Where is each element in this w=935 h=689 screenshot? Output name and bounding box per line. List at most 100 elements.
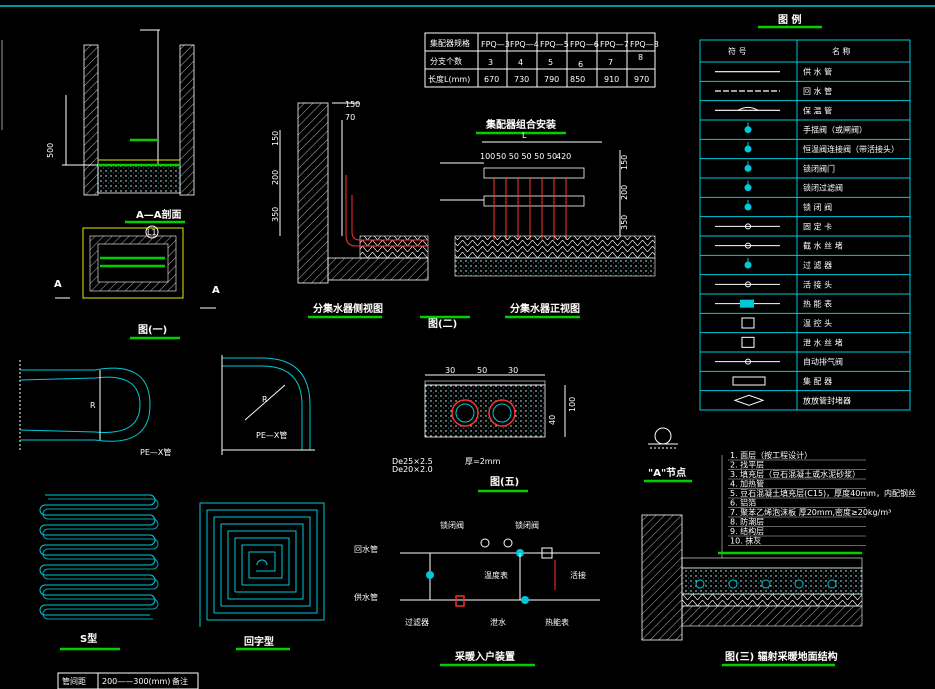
layer-note-0: 1. 面层（按工程设计）: [730, 450, 812, 460]
legend-item-label-6: 锁闭过滤阀: [803, 183, 843, 193]
legend-symbol-6: [744, 180, 752, 192]
floor-layers-drawing: [641, 455, 863, 641]
dim-500: 500: [46, 143, 55, 158]
household-title: 采暖入户装置: [454, 650, 515, 663]
dim-l: L: [522, 131, 527, 140]
legend-symbol-12: [715, 299, 780, 308]
legend-col-name: 名 称: [832, 46, 851, 56]
spec-col-4: FPQ—7: [600, 40, 629, 49]
dim-200-right: 200: [620, 185, 629, 200]
legend-item-label-16: 集 配 器: [803, 376, 832, 386]
joint-label: 活接: [570, 570, 586, 580]
dim-50: 50: [477, 366, 487, 375]
spec-row-1-label: 长度L(mm): [428, 74, 470, 84]
pipe-note-1: De25×2.5: [392, 457, 433, 466]
dim-100-fig5: 100: [568, 397, 577, 412]
pitch-table: [57, 672, 199, 689]
pitch-note: 备注: [172, 676, 188, 686]
mark-a-right: A: [212, 285, 220, 296]
legend-item-label-7: 锁 闭 阀: [803, 202, 832, 212]
mark-a-left: A: [54, 279, 62, 290]
fig2-title: 图(二): [428, 318, 457, 330]
valve-label-2: 锁闭阀: [515, 520, 539, 530]
legend-symbol-8: [715, 223, 780, 230]
legend-symbol-14: [741, 336, 755, 348]
layer-note-2: 3. 填充层（豆石混凝土或水泥砂浆）: [730, 469, 860, 479]
legend-item-label-4: 恒温阀连接阀（带活接头）: [803, 144, 899, 154]
spec-header: 集配器规格: [430, 38, 470, 48]
dim-150-top: 150: [345, 100, 360, 109]
legend-symbol-7: [744, 200, 752, 211]
pipe-note-2: De20×2.0: [392, 465, 433, 474]
legend-symbol-3: [744, 122, 752, 134]
return-pipe-label: 回水管: [354, 544, 378, 554]
curve-loop-drawing: [19, 360, 151, 450]
legend-symbol-13: [741, 317, 755, 329]
mark-l1: L1: [147, 228, 157, 237]
dim-350-left: 350: [271, 207, 280, 222]
spec-table: [424, 32, 656, 88]
dim-200-left: 200: [271, 170, 280, 185]
dim-100-front: 100: [480, 152, 495, 161]
aa-section-drawing: [62, 29, 195, 196]
legend-item-label-9: 截 水 丝 堵: [803, 241, 843, 251]
dim-70: 70: [345, 113, 355, 122]
spec-r1-1: 730: [514, 75, 529, 84]
meter-label: 热能表: [545, 617, 569, 627]
legend-symbol-10: [744, 258, 752, 269]
mark-r-2: R: [262, 395, 268, 404]
dim-150-right: 150: [620, 155, 629, 170]
spec-r0-1: 4: [518, 58, 523, 67]
mark-r: R: [90, 401, 96, 410]
aa-section-title: A—A剖面: [136, 208, 181, 221]
spec-r0-3: 6: [578, 60, 583, 69]
fig5-drawing: [424, 374, 566, 438]
legend-col-symbol: 符 号: [728, 46, 747, 56]
s-pattern-pipe: [39, 494, 156, 616]
legend-item-label-11: 活 接 头: [803, 279, 832, 289]
spec-col-2: FPQ—5: [540, 40, 569, 49]
legend-items: 供 水 管回 水 管保 温 管手揺阀（或闸阀）恒温阀连接阀（带活接头）锁闭阀门锁…: [715, 67, 899, 406]
spec-r0-2: 5: [548, 58, 553, 67]
layer-note-9: 10. 抹灰: [730, 536, 761, 546]
legend-item-label-12: 热 能 表: [803, 299, 832, 309]
legend-item-label-15: 自动排气阀: [803, 357, 843, 367]
spec-col-5: FPQ—8: [630, 40, 659, 49]
spec-r0-0: 3: [488, 58, 493, 67]
node-a-drawing: [648, 427, 678, 449]
pe-x-label-1: PE—X管: [140, 447, 171, 457]
pe-x-label-2: PE—X管: [256, 430, 287, 440]
spec-col-0: FPQ—3: [481, 40, 510, 49]
spec-r0-4: 7: [608, 58, 613, 67]
layer-note-5: 6. 铝箔: [730, 498, 756, 508]
spiral-pipe: [199, 502, 325, 627]
legend-title: 图 例: [778, 13, 801, 26]
manifold-title: 集配器组合安装: [485, 118, 556, 131]
thickness-note: 厚=2mm: [465, 457, 501, 466]
legend-item-label-13: 温 控 头: [803, 318, 832, 328]
spec-r0-5: 8: [638, 53, 643, 62]
legend-symbol-17: [733, 394, 765, 406]
spiral-pattern-drawing: [199, 502, 325, 627]
legend-symbol-16: [732, 376, 766, 386]
gauge-label: 温度表: [484, 570, 508, 580]
corner-bend-drawing: [221, 355, 315, 455]
layer-note-3: 4. 加热管: [730, 479, 764, 489]
layer-note-7: 8. 防潮层: [730, 517, 764, 527]
spec-row-0-label: 分支个数: [430, 56, 462, 66]
spec-r1-5: 970: [634, 75, 649, 84]
spec-r1-3: 850: [570, 75, 585, 84]
layer-note-8: 9. 结构层: [730, 526, 764, 536]
pitch-value: 200——300(mm): [102, 677, 170, 686]
legend-symbol-15: [715, 358, 780, 365]
drain-label: 泄水: [490, 617, 506, 627]
spec-col-1: FPQ—4: [510, 40, 539, 49]
dim-40: 40: [548, 415, 557, 425]
spec-r1-4: 910: [604, 75, 619, 84]
spec-col-3: FPQ—6: [570, 40, 599, 49]
legend-symbol-9: [715, 242, 780, 249]
legend-item-label-3: 手揺阀（或闸阀）: [803, 125, 867, 135]
